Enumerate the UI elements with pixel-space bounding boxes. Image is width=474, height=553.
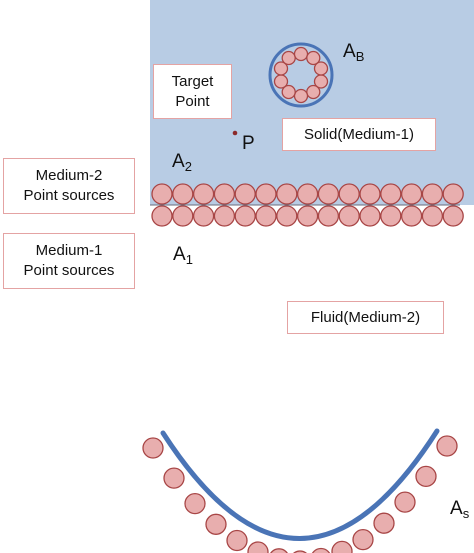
interface-source [213,183,236,205]
interface-source [172,183,194,205]
bowl-source [226,529,248,552]
bubble-source [306,84,321,100]
fluid-medium-box: Fluid(Medium-2) [287,301,444,334]
a2-label: A2 [172,151,192,175]
interface-source [172,205,194,227]
target-point-label: Target Point [171,72,214,110]
interface-source [359,205,381,227]
interface-source [338,183,360,205]
interface-source [421,205,444,227]
target-point-dot [232,130,238,136]
target-point-box: Target Point [153,64,232,119]
bowl-point-sources [142,435,458,553]
interface-source [213,205,236,227]
fluid-medium-label: Fluid(Medium-2) [310,308,421,326]
interface-source [192,205,215,227]
bowl-source [142,437,164,459]
interface-source [255,183,277,205]
point-p-label: P [242,133,255,154]
interface-source [151,183,173,205]
bowl-source [352,528,374,551]
medium1-sources-label: Medium-1 Point sources [23,242,115,279]
interface-source [192,183,215,205]
bubble-source [281,50,296,66]
a1-label: A1 [173,244,193,268]
bubble-source [273,74,289,89]
bubble-source [313,61,329,76]
solid-medium-box: Solid(Medium-1) [282,118,436,151]
bowl-source [184,492,206,515]
solid-medium-label: Solid(Medium-1) [303,125,415,143]
interface-source [442,205,464,227]
interface-source [317,205,340,227]
interface-source [400,183,423,205]
bubble-source [281,84,296,100]
interface-source [317,183,340,205]
interface-source [359,183,381,205]
bubble-source [306,50,321,66]
bowl-source [205,513,227,535]
interface-source [151,205,173,227]
interface-source [296,205,319,227]
bowl-source [311,547,331,553]
bubble-point-sources [273,46,329,104]
interface-source [276,205,298,227]
interface-source [234,183,256,205]
interface-source [276,183,298,205]
bubble-source [273,61,289,76]
medium1-sources-box: Medium-1 Point sources [3,233,135,289]
bowl-source [331,540,353,553]
interface-source [421,183,444,205]
bowl-source [373,512,395,534]
bowl-boundary [160,428,440,541]
interface-point-sources [150,183,464,227]
interface-source [234,205,256,227]
bowl-source [436,435,458,457]
interface-source [380,205,402,227]
bubble-boundary-label: AB [343,41,365,65]
interface-source [442,183,464,205]
bowl-boundary-label: As [450,498,470,522]
bubble-boundary [268,42,334,108]
bowl-source [270,548,288,553]
bowl-source [394,491,416,513]
interface-source [255,205,277,227]
interface-source [296,183,319,205]
medium2-sources-box: Medium-2 Point sources [3,158,135,214]
bubble-source [293,88,309,104]
bowl-source [415,465,437,488]
interface-source [338,205,360,227]
bowl-source [247,541,269,553]
medium2-sources-label: Medium-2 Point sources [23,167,115,204]
bowl-source [163,467,185,489]
bubble-source [293,46,309,62]
interface-source [380,183,402,205]
interface-source [400,205,423,227]
